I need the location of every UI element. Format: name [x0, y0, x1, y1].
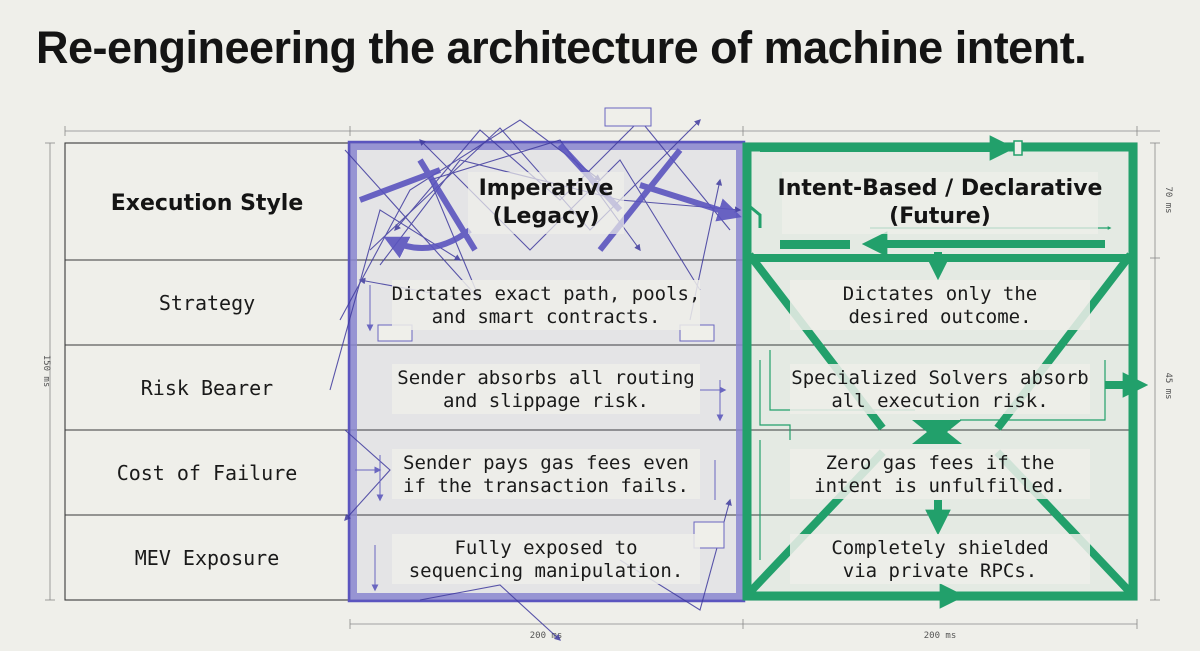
- imperative-strategy-line1: Dictates exact path, pools,: [392, 283, 701, 305]
- declarative-cost-line1: Zero gas fees if the: [826, 452, 1055, 474]
- declarative-strategy-line2: desired outcome.: [848, 306, 1031, 328]
- imperative-strategy-line2: and smart contracts.: [432, 306, 661, 328]
- imperative-risk-line2: and slippage risk.: [443, 390, 649, 412]
- imperative-cost-line1: Sender pays gas fees even: [403, 452, 689, 474]
- declarative-cost-line2: intent is unfulfilled.: [814, 475, 1066, 497]
- declarative-mev-line2: via private RPCs.: [843, 560, 1037, 582]
- declarative-risk-line1: Specialized Solvers absorb: [791, 367, 1088, 389]
- dim-bottom-left-label: 200 ms: [530, 631, 563, 641]
- imperative-header-line1: Imperative: [479, 176, 614, 201]
- dimension-guides: [45, 126, 1160, 629]
- imperative-risk-line1: Sender absorbs all routing: [397, 367, 694, 389]
- declarative-strategy-line1: Dictates only the: [843, 283, 1037, 305]
- dim-bottom-right-label: 200 ms: [924, 631, 957, 641]
- row-label-strategy: Strategy: [159, 291, 255, 315]
- dim-left-label: 150 ms: [41, 355, 51, 388]
- page-title: Re-engineering the architecture of machi…: [36, 22, 1087, 73]
- declarative-header-line2: (Future): [889, 204, 991, 229]
- dim-right-bottom-label: 45 ms: [1163, 372, 1173, 399]
- declarative-risk-line2: all execution risk.: [831, 390, 1048, 412]
- imperative-cost-line2: if the transaction fails.: [403, 475, 689, 497]
- imperative-mev-line2: sequencing manipulation.: [409, 560, 684, 582]
- imperative-mev-line1: Fully exposed to: [454, 537, 637, 559]
- row-label-risk-bearer: Risk Bearer: [141, 376, 273, 400]
- corner-label: Execution Style: [111, 191, 304, 216]
- row-label-cost-of-failure: Cost of Failure: [117, 461, 298, 485]
- declarative-header-line1: Intent-Based / Declarative: [778, 176, 1103, 201]
- imperative-header-line2: (Legacy): [492, 204, 599, 229]
- dim-right-top-label: 70 ms: [1163, 186, 1173, 213]
- row-label-mev-exposure: MEV Exposure: [135, 546, 280, 570]
- declarative-mev-line1: Completely shielded: [831, 537, 1048, 559]
